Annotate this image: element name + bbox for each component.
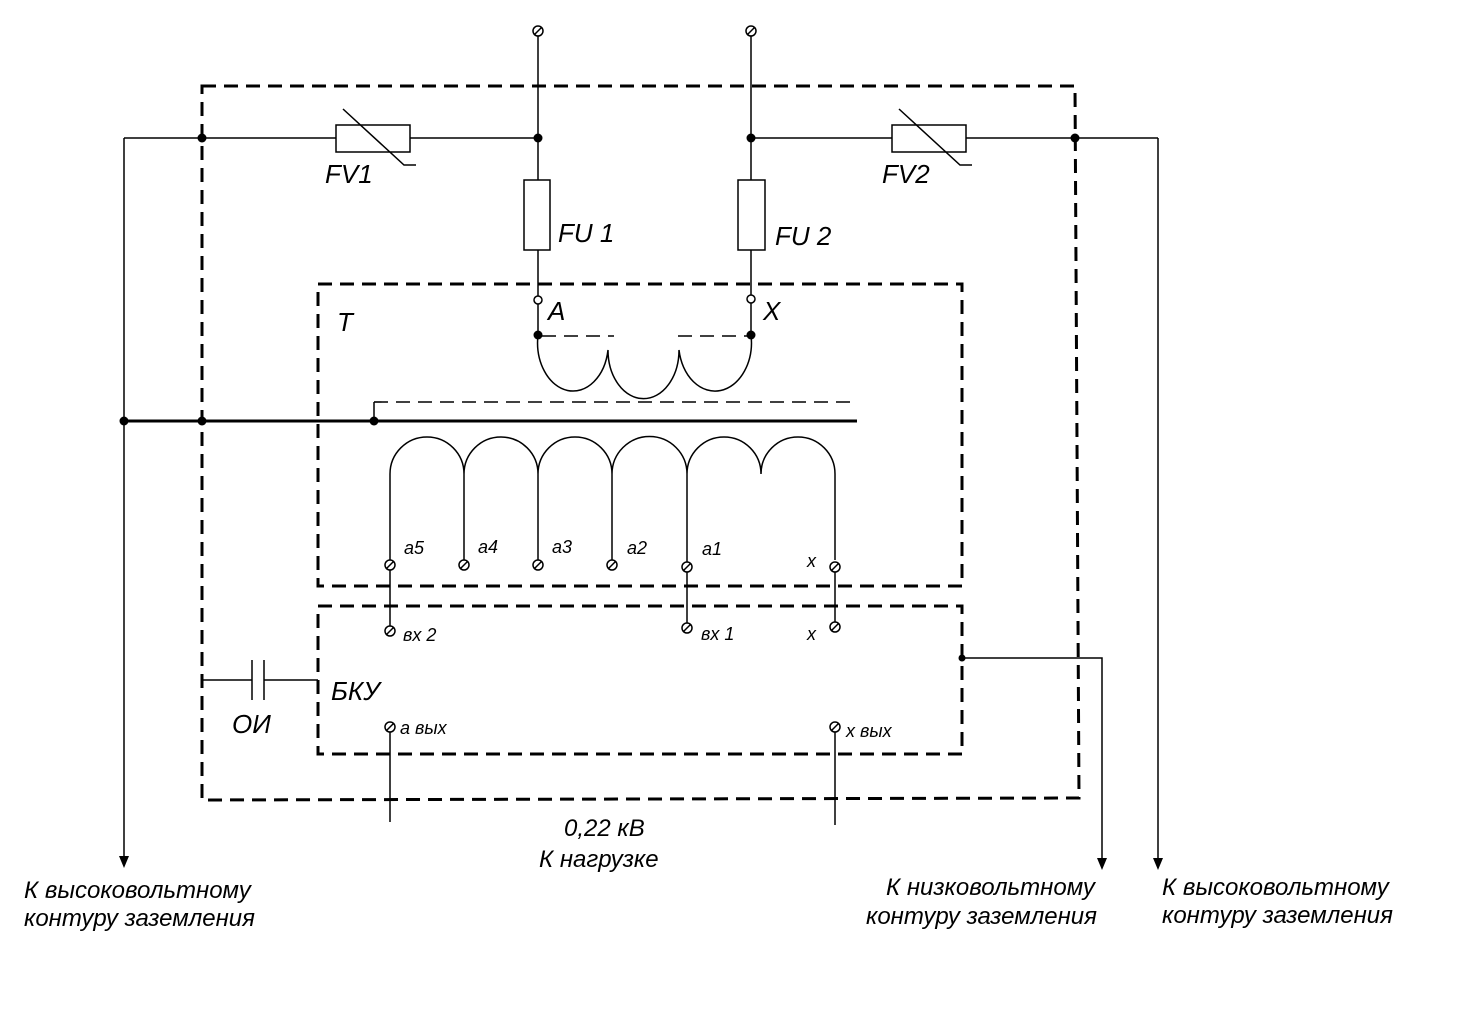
low-ground-label: К низковольтному <box>886 874 1097 901</box>
to-load-label: К нагрузке <box>539 846 659 873</box>
arrow-head <box>119 856 129 868</box>
fv1-label: FV1 <box>325 159 373 189</box>
right-ground-label: контуру заземления <box>1162 902 1393 929</box>
transformer-enclosure <box>316 282 964 588</box>
tap-a1-label: a1 <box>702 539 722 559</box>
arrow-head <box>1097 858 1107 870</box>
fuse-fu2 <box>737 179 766 251</box>
fu2-label: FU 2 <box>775 221 832 251</box>
junction-dot <box>533 133 543 143</box>
fv2-label: FV2 <box>882 159 930 189</box>
left-ground-label: контуру заземления <box>24 905 255 932</box>
tap-terminals <box>384 559 841 573</box>
bku-x-label: x <box>806 624 817 644</box>
outer-enclosure <box>200 84 1081 802</box>
bku-out-x-label: x вых <box>845 721 893 741</box>
junction-dot <box>197 416 207 426</box>
fuse-fu1 <box>523 179 551 251</box>
fv1-varistor-mark <box>342 108 416 166</box>
right-ground-label: К высоковольтному <box>1162 874 1391 901</box>
transformer-label: T <box>337 307 355 337</box>
tap-a2-label: a2 <box>627 538 647 558</box>
low-ground-label: контуру заземления <box>866 903 1097 930</box>
tap-x-label: x <box>806 551 817 571</box>
voltage-label: 0,22 кВ <box>564 815 645 842</box>
arrow-head <box>1153 858 1163 870</box>
tap-a4-label: a4 <box>478 537 498 557</box>
capacitor-label: ОИ <box>232 709 271 739</box>
primary-a-label: A <box>546 296 565 326</box>
left-ground-label: К высоковольтному <box>24 877 253 904</box>
tap-a3-label: a3 <box>552 537 572 557</box>
fv2-varistor-mark <box>898 108 972 166</box>
bku-in1-label: вх 1 <box>701 624 734 644</box>
bku-in2-label: вх 2 <box>403 625 436 645</box>
secondary-winding <box>389 435 836 560</box>
primary-x-label: X <box>762 296 782 326</box>
primary-winding <box>536 334 753 400</box>
bku-label: БКУ <box>331 676 382 706</box>
fv1-arrester <box>335 124 411 153</box>
primary-terminal-a <box>533 295 543 305</box>
primary-terminal-x <box>746 294 756 304</box>
tap-a5-label: a5 <box>404 538 425 558</box>
junction-dot <box>1070 133 1080 143</box>
fu1-label: FU 1 <box>558 218 614 248</box>
junction-dot <box>746 133 756 143</box>
low-voltage-ground-line <box>962 657 1103 860</box>
junction-dot <box>369 416 379 426</box>
bku-out-a-label: a вых <box>400 718 448 738</box>
fv2-arrester <box>891 124 967 153</box>
junction-dot <box>197 133 207 143</box>
